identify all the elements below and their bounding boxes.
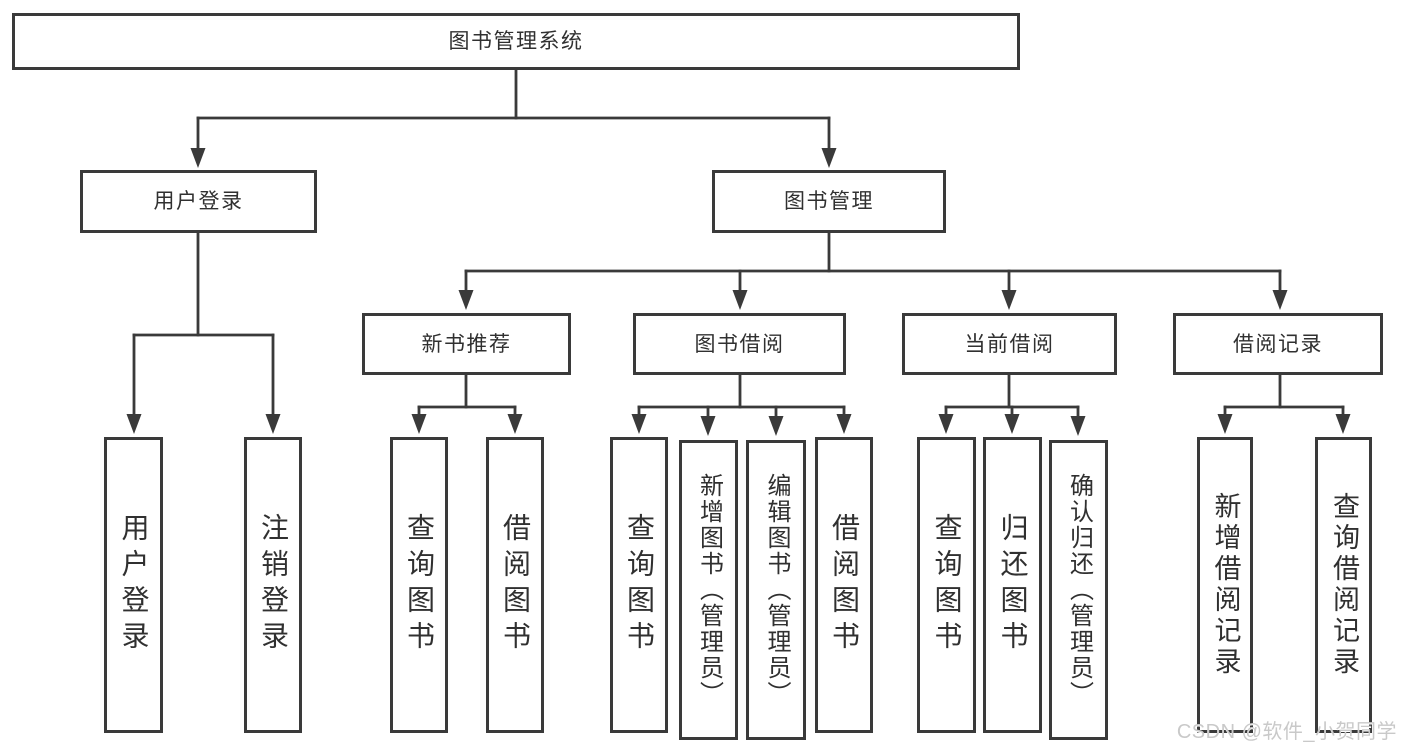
leaf-br-query-record: 查询借阅记录 <box>1315 437 1372 733</box>
leaf-nbr-query-book: 查询图书 <box>390 437 448 733</box>
node-root: 图书管理系统 <box>12 13 1020 70</box>
leaf-nbr-borrow-book: 借阅图书 <box>486 437 544 733</box>
node-book-management: 图书管理 <box>712 170 946 233</box>
leaf-bb-borrow-book: 借阅图书 <box>815 437 873 733</box>
leaf-cb-return-book: 归还图书 <box>983 437 1042 733</box>
leaf-bb-edit-book: 编辑图书（管理员） <box>746 440 806 740</box>
node-borrow-record: 借阅记录 <box>1173 313 1383 375</box>
leaf-cb-confirm-return: 确认归还（管理员） <box>1049 440 1108 740</box>
leaf-user-login: 用户登录 <box>104 437 163 733</box>
node-user-login: 用户登录 <box>80 170 317 233</box>
leaf-logout: 注销登录 <box>244 437 302 733</box>
node-book-borrow: 图书借阅 <box>633 313 846 375</box>
leaf-bb-query-book: 查询图书 <box>610 437 668 733</box>
leaf-cb-query-book: 查询图书 <box>917 437 976 733</box>
leaf-bb-add-book: 新增图书（管理员） <box>679 440 738 740</box>
watermark: CSDN @软件_小贺同学 <box>1176 721 1397 743</box>
node-new-book-recommend: 新书推荐 <box>362 313 571 375</box>
leaf-br-add-record: 新增借阅记录 <box>1197 437 1253 733</box>
node-current-borrow: 当前借阅 <box>902 313 1117 375</box>
